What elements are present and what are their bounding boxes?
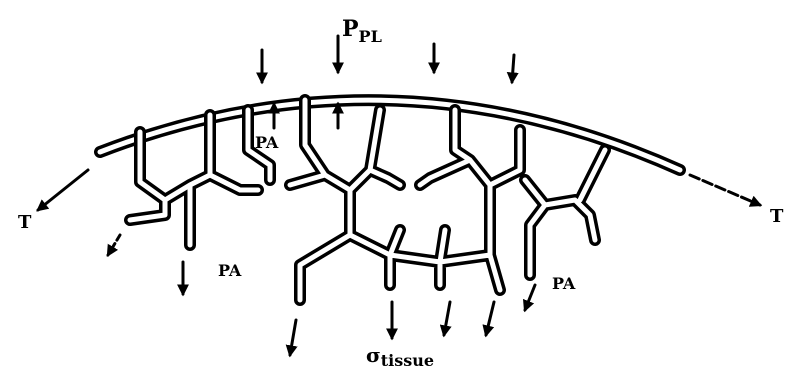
tension-left-label: T	[18, 212, 32, 233]
down-arrow-icon	[525, 285, 535, 310]
left-tension-arrow-icon	[38, 170, 88, 210]
down-arrow-icon	[444, 302, 450, 335]
tissue-stress-label: σtissue	[366, 343, 434, 370]
alveolar-pressure-upper-label: PA	[255, 133, 279, 152]
right-tension-arrow-icon	[690, 175, 760, 205]
down-arrow-icon	[512, 55, 514, 82]
down-arrow-icon	[108, 235, 120, 255]
pleural-surface	[100, 100, 680, 170]
tension-right-label: T	[770, 206, 784, 227]
alveolar-pressure-left-label: PA	[218, 261, 242, 280]
pleural-pressure-label: PPL	[342, 16, 382, 46]
down-arrow-icon	[290, 320, 296, 355]
alveolar-pressure-right-label: PA	[552, 274, 576, 293]
alveolar-septa-network	[130, 100, 605, 300]
pleural-pressure-arrows	[262, 36, 514, 82]
down-arrow-icon	[486, 302, 494, 335]
